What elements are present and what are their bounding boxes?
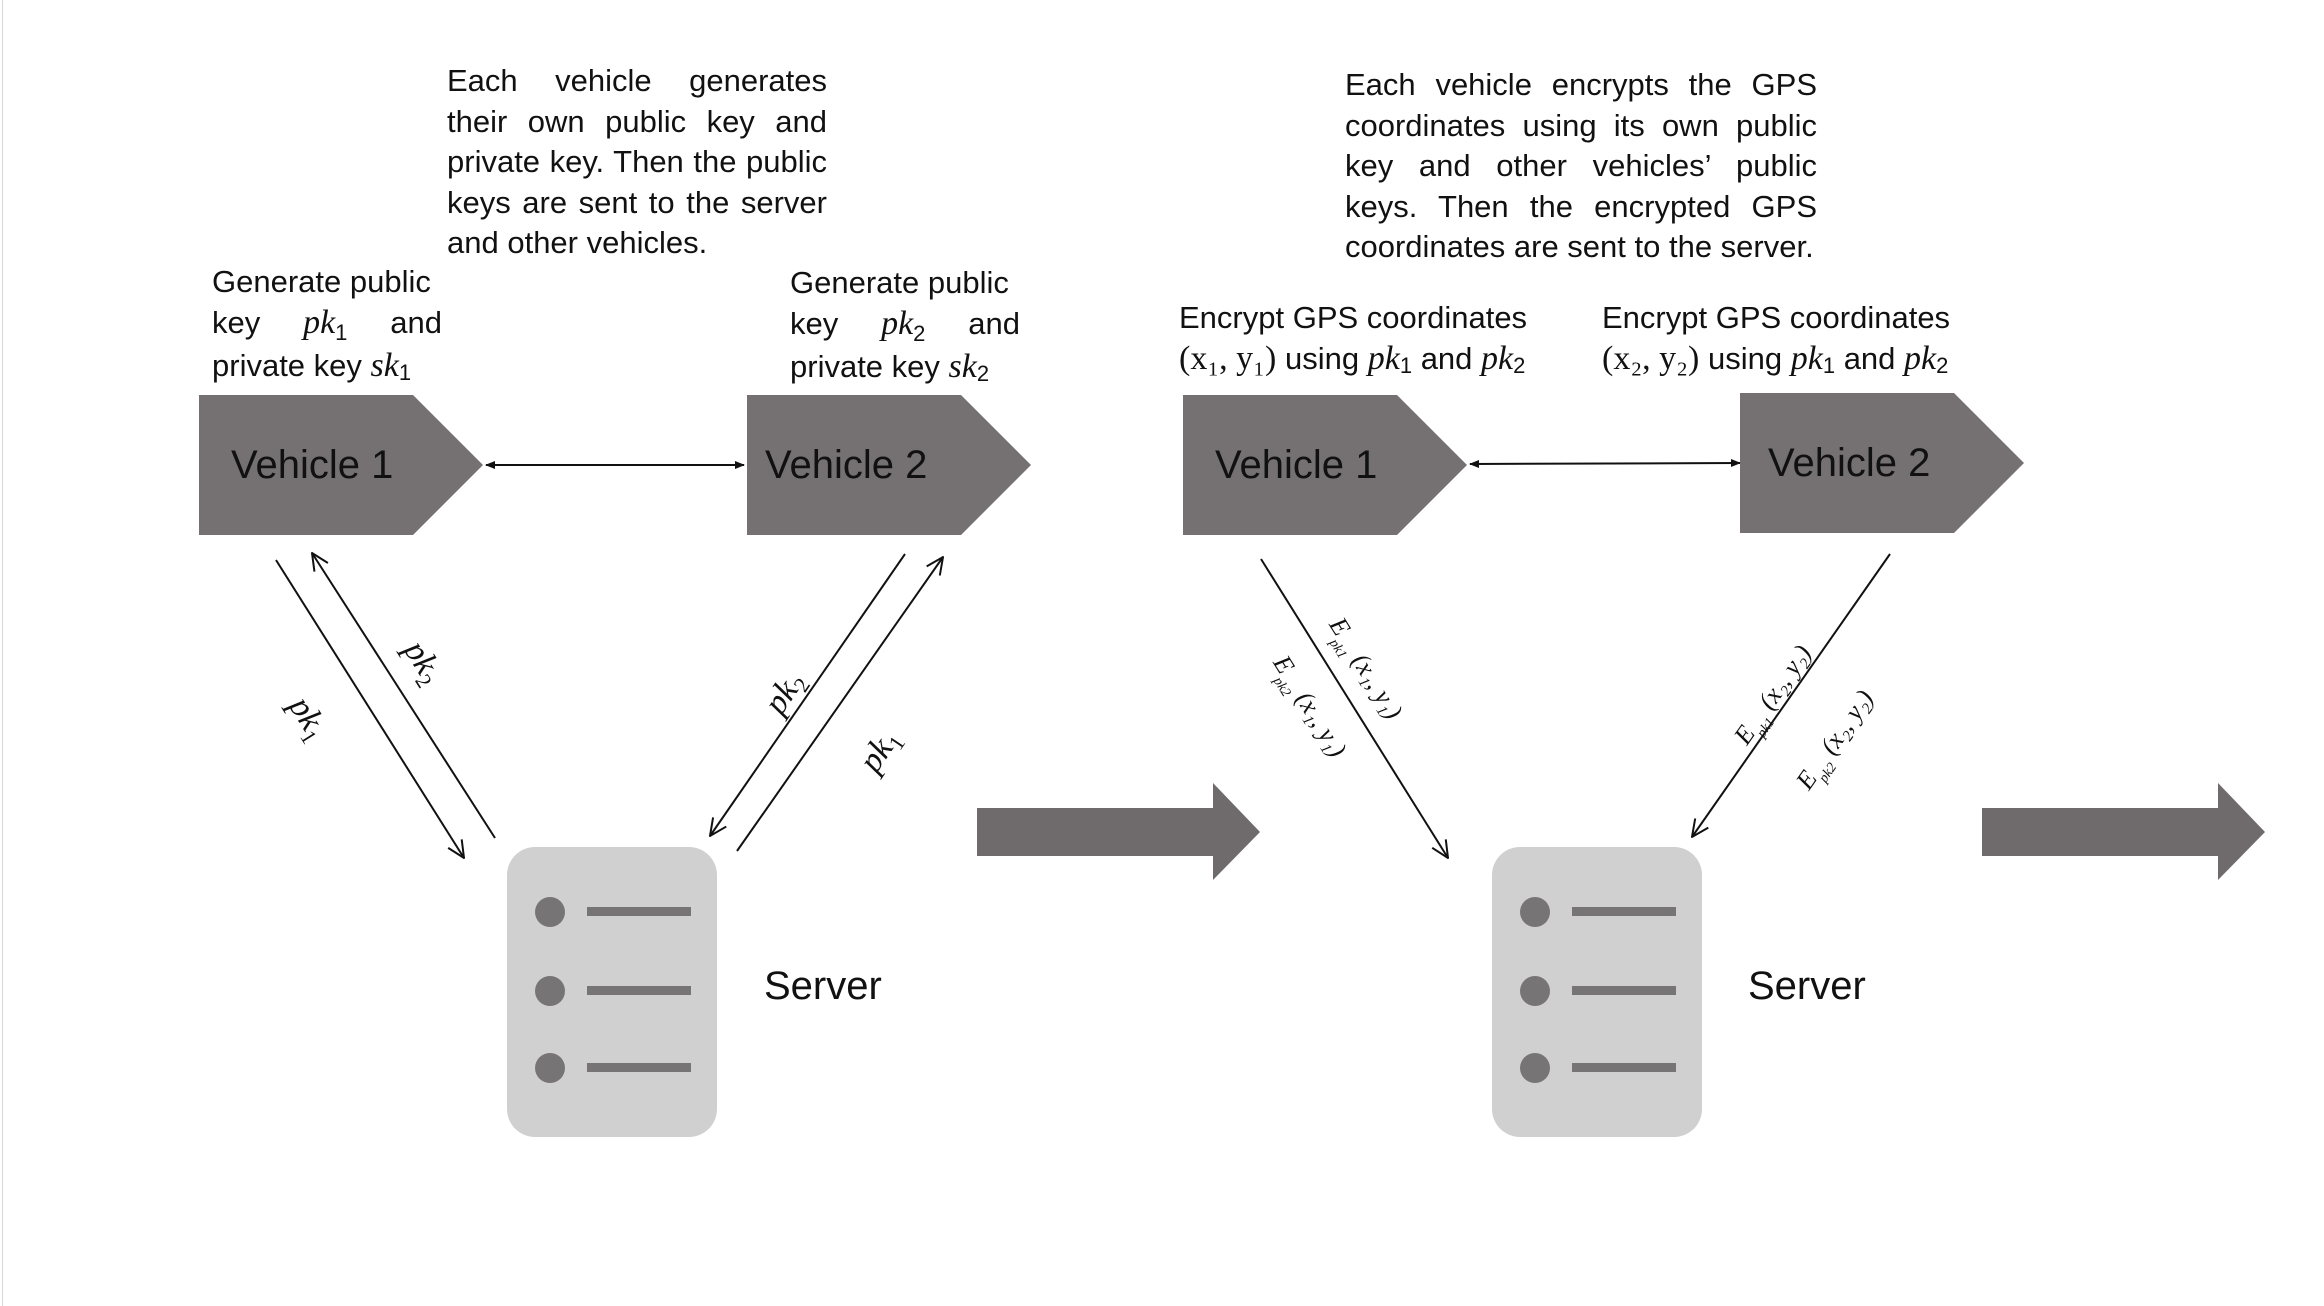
server-to-v1-arrow-left <box>312 553 496 839</box>
vehicle2-node-left: Vehicle 2 <box>747 395 1031 535</box>
server-led <box>535 897 565 927</box>
vehicle2-encrypt-caption: Encrypt GPS coordinates (x₂, y₂) using p… <box>1602 298 1982 379</box>
caption-line: Encrypt GPS coordinates <box>1602 300 1951 335</box>
math-var: pk <box>881 304 914 342</box>
caption-text: private key <box>212 348 362 383</box>
vehicle1-encrypt-caption: Encrypt GPS coordinates (x₁, y₁) using p… <box>1179 298 1559 379</box>
server-slot <box>535 976 695 1006</box>
vehicle2-pentagon-shape <box>1740 393 2024 533</box>
math-sub: 1 <box>398 360 412 385</box>
server-bar <box>1572 986 1676 995</box>
coord-pair: (x₁, y₁) <box>1179 339 1277 377</box>
page-edge-divider <box>2 0 3 1306</box>
math-var: pk <box>1481 339 1514 377</box>
caption-text: private key <box>790 349 940 384</box>
math-sub: 2 <box>1936 352 1949 378</box>
math-var: sk <box>948 348 977 385</box>
math-var: pk <box>1367 339 1400 377</box>
math-var: sk <box>370 347 399 384</box>
v1-v2-link-right <box>1469 459 1741 468</box>
server-bar <box>587 986 691 995</box>
server-slot <box>1520 976 1680 1006</box>
server-icon <box>1492 847 1702 1137</box>
vehicle2-label: Vehicle 2 <box>765 442 928 487</box>
caption-word: key <box>790 305 839 341</box>
math-sub: 2 <box>976 361 990 386</box>
server-bar <box>1572 907 1676 916</box>
server-bar <box>1572 1063 1676 1072</box>
v1-to-server-arrow-left <box>275 559 464 858</box>
v1-encrypted-to-server-arrow <box>1260 558 1448 858</box>
server-to-v2-arrow-left <box>736 557 943 852</box>
server-bar <box>587 1063 691 1072</box>
math-var: pk <box>303 303 336 341</box>
server-label-right: Server <box>1748 964 1866 1008</box>
caption-word: and <box>1843 340 1896 376</box>
math-sub: 2 <box>1513 352 1526 378</box>
vehicle2-label: Vehicle 2 <box>1768 440 1931 485</box>
math-var: pk <box>1790 339 1823 377</box>
math-sub: 1 <box>1822 352 1836 378</box>
key-generation-description: Each vehicle generates their own public … <box>447 63 827 260</box>
caption-word: key <box>212 304 261 340</box>
caption-word: using <box>1707 340 1783 376</box>
server-led <box>1520 897 1550 927</box>
server-bar <box>587 907 691 916</box>
coord-pair: (x₂, y₂) <box>1602 339 1700 377</box>
caption-word: using <box>1284 340 1360 376</box>
vehicle2-keygen-caption: Generate public key pk2 and private key … <box>790 263 1020 388</box>
vehicle1-pentagon-shape <box>1183 395 1467 535</box>
vehicle1-pentagon-shape <box>199 395 483 535</box>
vehicle1-node-right: Vehicle 1 <box>1183 395 1467 535</box>
math-sub: 1 <box>1399 352 1413 378</box>
caption-word: and <box>390 304 442 340</box>
server-slot <box>1520 1053 1680 1083</box>
caption-line: Generate public <box>212 264 431 299</box>
server-led <box>1520 1053 1550 1083</box>
math-sub: 1 <box>335 319 348 345</box>
vehicle2-node-right: Vehicle 2 <box>1740 393 2024 533</box>
v2-to-server-arrow-left <box>710 553 906 836</box>
server-led <box>535 976 565 1006</box>
server-slot <box>1520 897 1680 927</box>
v2-encrypted-to-server-arrow <box>1692 553 1891 837</box>
server-slot <box>535 897 695 927</box>
math-sub: 2 <box>913 320 926 346</box>
caption-word: and <box>1420 340 1473 376</box>
server-icon <box>507 847 717 1137</box>
vehicle1-label: Vehicle 1 <box>231 442 394 487</box>
vehicle1-keygen-caption: Generate public key pk1 and private key … <box>212 262 442 387</box>
flow-arrow-right <box>1982 783 2265 880</box>
vehicle2-pentagon-shape <box>747 395 1031 535</box>
caption-line: Generate public <box>790 265 1009 300</box>
server-led <box>1520 976 1550 1006</box>
flow-arrow-middle <box>977 783 1260 880</box>
encryption-description: Each vehicle encrypts the GPS coordinate… <box>1345 67 1817 264</box>
math-var: pk <box>1904 339 1937 377</box>
vehicle1-node-left: Vehicle 1 <box>199 395 483 535</box>
server-led <box>535 1053 565 1083</box>
caption-line: Encrypt GPS coordinates <box>1179 300 1528 335</box>
vehicle1-label: Vehicle 1 <box>1215 442 1378 487</box>
caption-word: and <box>968 305 1020 341</box>
server-label-left: Server <box>764 964 882 1008</box>
server-slot <box>535 1053 695 1083</box>
